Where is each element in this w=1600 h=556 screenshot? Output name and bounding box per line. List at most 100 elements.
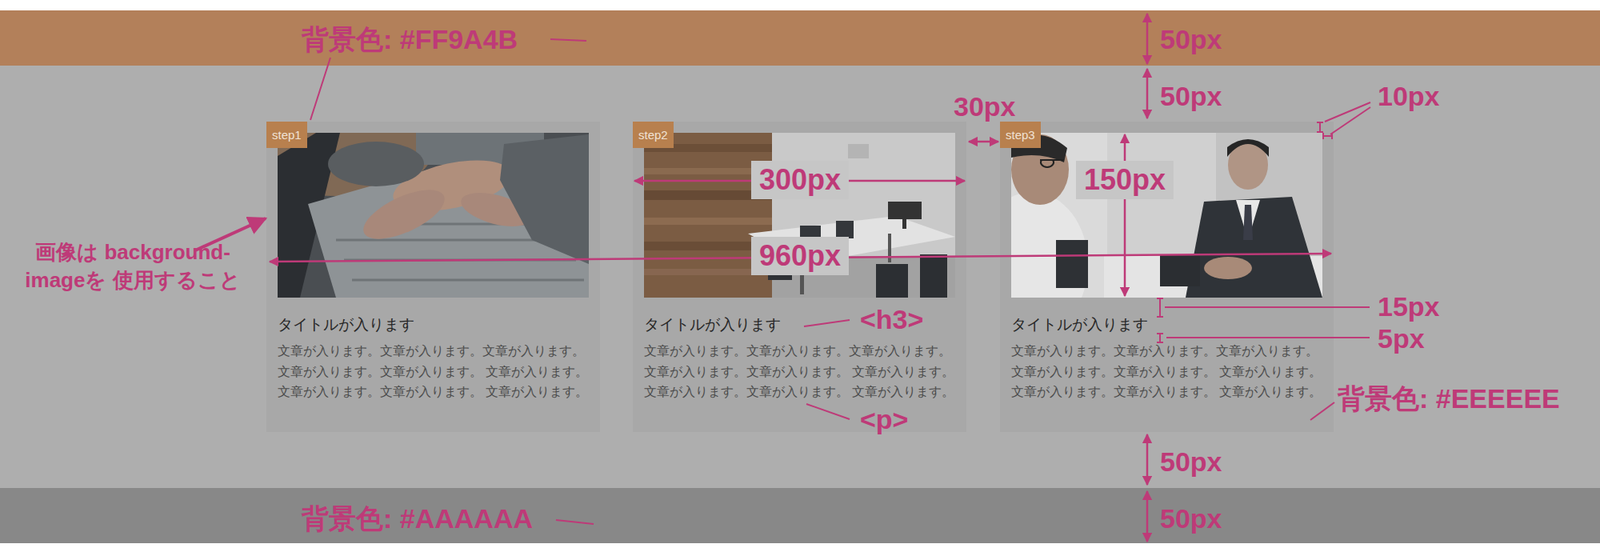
- meeting-room-photo-part: [644, 132, 956, 298]
- page-band-part: [0, 488, 1600, 544]
- dimension-label-wrap: 960px: [751, 236, 849, 276]
- interview-photo-part: [1185, 196, 1323, 298]
- meeting-room-photo-part: [848, 144, 869, 159]
- leader-line-part: [806, 404, 850, 420]
- interview-photo-part: [1227, 139, 1269, 157]
- dimension-arrow-part: [968, 140, 999, 144]
- instruction-note-wrap: 画像は background-imageを 使用すること: [12, 238, 253, 295]
- card-title: タイトルが入ります: [1011, 314, 1323, 336]
- dimension-arrow-part: [1146, 68, 1149, 119]
- dimension-arrow-part: [1146, 13, 1149, 64]
- card-background: [632, 121, 967, 432]
- meeting-room-photo-part: [888, 201, 922, 220]
- color-note: 背景色: #EEEEEE: [1337, 383, 1560, 414]
- step-badge: step1: [266, 121, 308, 148]
- dimension-label-wrap: 50px: [1160, 446, 1223, 477]
- card-title: タイトルが入ります: [644, 314, 956, 336]
- dimension-label-wrap: 15px: [1377, 291, 1440, 322]
- dimension-arrow-part: [1146, 434, 1149, 485]
- page-band-part: [0, 10, 1600, 66]
- content-card: タイトルが入ります文章が入ります。文章が入ります。文章が入ります。文章が入ります…: [266, 121, 600, 432]
- leader-line-part: [1330, 107, 1371, 135]
- card-text: 文章が入ります。文章が入ります。文章が入ります。文章が入ります。文章が入ります。…: [277, 340, 589, 403]
- color-note: 背景色: #AAAAAA: [301, 503, 533, 534]
- meeting-room-photo-part: [920, 254, 948, 298]
- meeting-room-photo-part: [902, 219, 907, 229]
- leader-line-part: [1166, 336, 1370, 339]
- step-label: step2: [638, 128, 668, 142]
- interview-photo-part: [1228, 140, 1268, 190]
- dimension-arrow-part: [1124, 134, 1127, 296]
- color-note-wrap: 背景色: #AAAAAA: [301, 503, 533, 534]
- interview-photo-part: [1056, 240, 1088, 288]
- interview-photo-part: [1160, 254, 1200, 287]
- laptop-photo: [277, 132, 589, 298]
- step-label: step3: [1005, 128, 1036, 142]
- meeting-room-photo-part: [876, 264, 908, 298]
- card-text: 文章が入ります。文章が入ります。文章が入ります。文章が入ります。文章が入ります。…: [644, 340, 956, 403]
- dimension-label: 50px: [1160, 80, 1223, 112]
- laptop-photo-part: [277, 132, 589, 298]
- leader-line-part: [310, 57, 331, 120]
- dimension-label: 50px: [1160, 503, 1223, 534]
- dimension-arrow-part: [1146, 491, 1149, 542]
- tag-label: <h3>: [860, 304, 924, 335]
- step-badge: step3: [1000, 121, 1041, 148]
- leader-line-part: [804, 320, 850, 327]
- meeting-room-photo-part: [836, 220, 854, 239]
- page-band: [0, 10, 1600, 544]
- color-note-wrap: 背景色: #EEEEEE: [1337, 383, 1560, 414]
- color-note: 背景色: #FF9A4B: [301, 24, 518, 55]
- card-text: 文章が入ります。文章が入ります。文章が入ります。文章が入ります。文章が入ります。…: [1011, 340, 1323, 403]
- page-band-part: [0, 65, 1600, 488]
- dimension-label: 5px: [1377, 323, 1425, 354]
- card-title: タイトルが入ります: [277, 314, 589, 336]
- dimension-label-wrap: 50px: [1160, 503, 1223, 534]
- card-background: [266, 121, 1334, 432]
- tag-label-wrap: <p>: [860, 404, 908, 435]
- meeting-room-photo-part: [644, 217, 772, 225]
- measure-bracket: [1156, 122, 1332, 343]
- dimension-label: 150px: [1076, 160, 1174, 200]
- dimension-label-wrap: 300px: [751, 160, 849, 200]
- interview-photo-part: [1243, 204, 1253, 240]
- leader-line-part: [1310, 402, 1335, 420]
- leader-line: [310, 39, 1371, 524]
- measure-bracket-part: [1323, 132, 1332, 140]
- dimension-label: 50px: [1160, 446, 1223, 477]
- interview-photo-part: [1236, 200, 1260, 240]
- meeting-room-photo-part: [888, 233, 892, 263]
- dimension-label-wrap: 50px: [1160, 24, 1223, 55]
- dimension-label: 30px: [953, 91, 1016, 122]
- laptop-photo-part: [500, 134, 589, 264]
- leader-line-part: [550, 39, 587, 41]
- dimension-label-wrap: 5px: [1377, 323, 1425, 354]
- dimension-label-wrap: 10px: [1377, 80, 1440, 112]
- interview-photo-part: [1011, 192, 1088, 298]
- card-background: [266, 121, 600, 432]
- laptop-photo-part: [356, 180, 452, 249]
- measure-bracket-part: [1316, 122, 1324, 132]
- interview-photo-part: [1040, 160, 1064, 168]
- step-badge: step2: [632, 121, 674, 148]
- measure-bracket-part: [1156, 298, 1164, 317]
- step-label: step1: [272, 128, 302, 142]
- dimension-label: 300px: [751, 160, 849, 200]
- dimension-label: 15px: [1377, 291, 1440, 322]
- measure-bracket-part: [1156, 333, 1164, 343]
- dimension-arrow: [195, 13, 1332, 542]
- tag-label: <p>: [860, 404, 908, 435]
- interview-photo: [1011, 132, 1323, 298]
- dimension-label-wrap: 30px: [953, 91, 1016, 122]
- dimension-label: 10px: [1377, 80, 1440, 112]
- dimension-label: 50px: [1160, 24, 1223, 55]
- color-note-wrap: 背景色: #FF9A4B: [301, 24, 518, 55]
- leader-line-part: [1164, 306, 1370, 308]
- dimension-label-wrap: 50px: [1160, 80, 1223, 112]
- instruction-note: 画像は background-imageを 使用すること: [12, 238, 253, 295]
- dimension-label: 960px: [751, 236, 849, 276]
- laptop-photo-part: [328, 141, 424, 187]
- meeting-room-photo: [644, 132, 956, 298]
- leader-line-part: [556, 520, 594, 524]
- dimension-label-wrap: 150px: [1076, 160, 1174, 200]
